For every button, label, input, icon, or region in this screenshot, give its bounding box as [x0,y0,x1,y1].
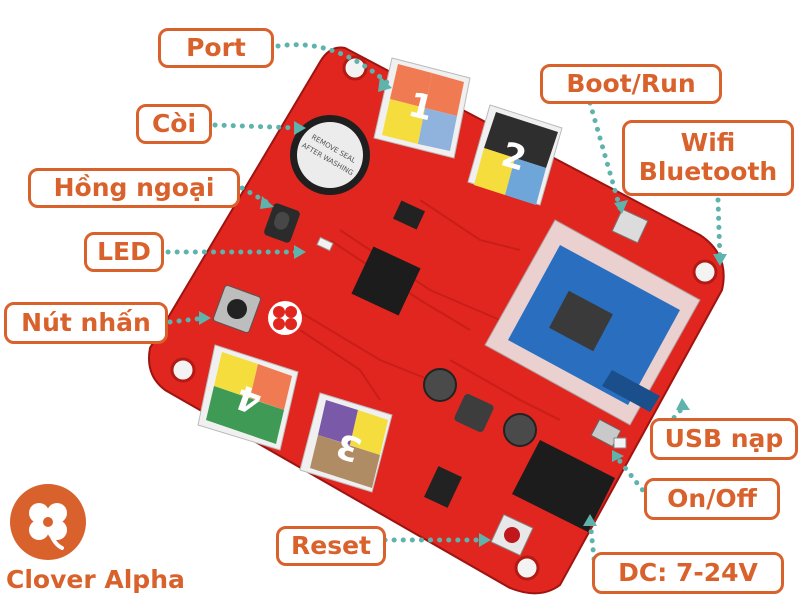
reset-button [490,513,534,557]
callout-port: Port [158,28,274,68]
mounting-hole [692,259,718,285]
mounting-hole [170,357,196,383]
buzzer: REMOVE SEAL AFTER WASHING [290,115,370,195]
callout-boot-run: Boot/Run [540,64,722,104]
callout-reset: Reset [276,526,386,566]
power-switch [613,437,627,449]
boot-run-switch [611,208,649,244]
callout-on-off: On/Off [644,478,780,520]
callout-infrared: Hồng ngoại [28,168,240,208]
ic-chip [392,200,426,230]
brand-name: Clover Alpha [6,565,185,594]
mounting-hole [514,555,540,581]
port-4-connector: 4 [197,344,299,451]
callout-usb: USB nạp [650,418,798,460]
port-3-connector: 3 [299,392,393,493]
push-button [212,284,262,334]
led-component [316,236,334,252]
wifi-bluetooth-module [484,219,701,426]
callout-push-button: Nút nhấn [4,302,168,344]
callout-led: LED [84,232,164,272]
clover-logo-icon [10,484,86,560]
callout-arrowheads [199,76,727,547]
callout-dc-input: DC: 7-24V [592,552,784,594]
port-1-connector: 1 [373,57,471,159]
mcu-chip [351,246,421,316]
ic-chip [424,466,462,508]
capacitors [423,368,537,447]
pcb-board [148,46,725,595]
callout-wifi-bluetooth: Wifi Bluetooth [622,120,794,196]
port-2-connector: 2 [467,104,563,206]
board-clover-emblem [268,301,302,335]
dc-jack [512,440,615,532]
ir-receiver [264,203,300,243]
callout-buzzer: Còi [136,104,212,144]
pcb-traces [279,199,561,421]
